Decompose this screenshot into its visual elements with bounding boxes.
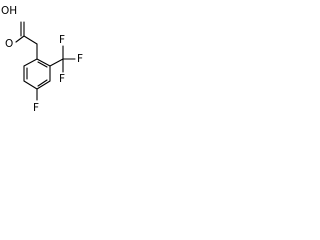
atom-label-f-cf3-right: F	[77, 53, 83, 65]
atom-label-o: O	[5, 38, 13, 50]
atom-label-oh: OH	[1, 5, 17, 17]
cf3-bond	[49, 58, 64, 67]
benzene-ring	[23, 58, 51, 90]
ring-double-bond	[37, 61, 48, 68]
atom-label-f-cf3-bottom: F	[59, 73, 65, 85]
ring-bond	[36, 80, 51, 90]
atom-label-f-cf3-top: F	[59, 34, 65, 46]
ring-bond	[23, 80, 38, 90]
acid-carbon-bond	[23, 35, 38, 45]
structure-diagram: OH O F F F F	[1, 5, 83, 114]
ring-bond	[36, 58, 51, 67]
ring-double-bond	[37, 79, 48, 87]
hydroxyl-bond	[15, 35, 25, 43]
ring-bond	[23, 58, 38, 67]
atom-label-fluoro: F	[33, 102, 39, 114]
